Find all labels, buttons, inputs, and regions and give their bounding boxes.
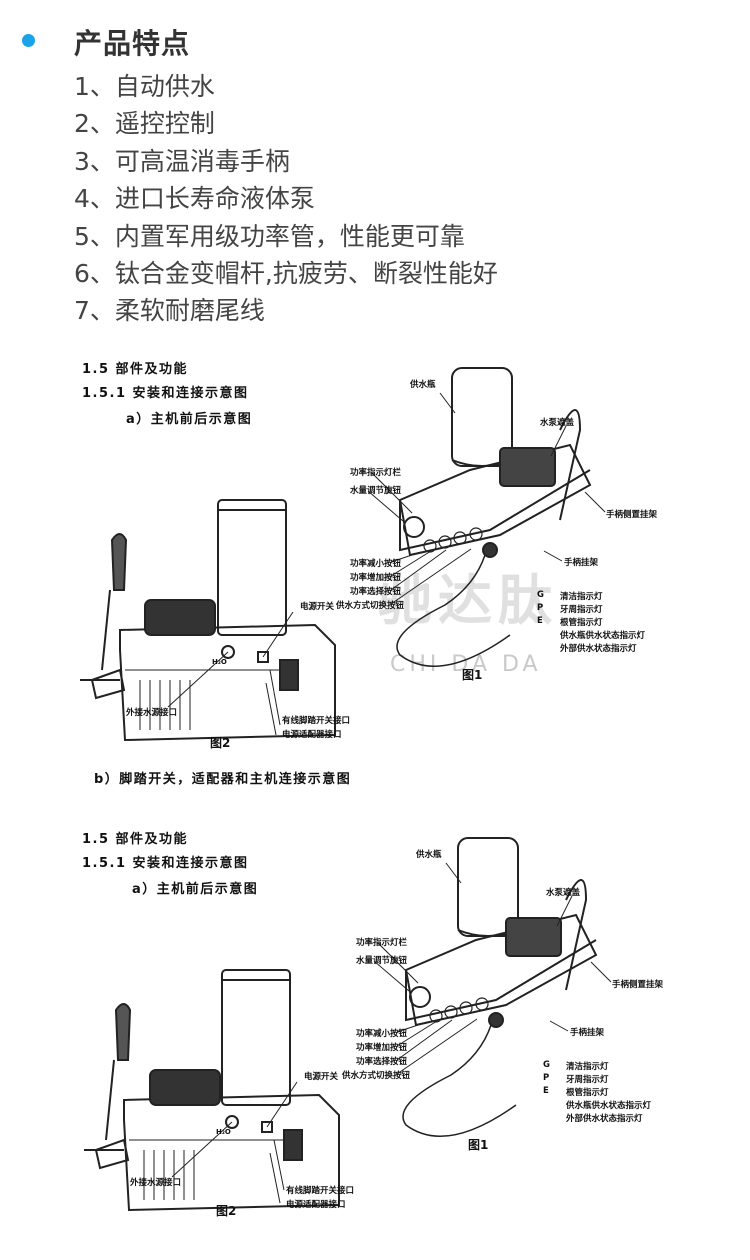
- label-clean-light: 清洁指示灯: [566, 1062, 609, 1072]
- label-power-up: 功率增加按钮: [350, 573, 402, 583]
- label-water-switch: 供水方式切换按钮: [336, 601, 405, 611]
- label-power-indicator: 功率指示灯栏: [356, 938, 408, 948]
- label-pump-cover: 水泵遮盖: [546, 888, 581, 898]
- manual-subheading: 1.5.1 安装和连接示意图: [82, 856, 249, 871]
- label-power-indicator: 功率指示灯栏: [350, 468, 402, 478]
- feature-item: 2、遥控控制: [74, 109, 215, 139]
- label-bottle: 供水瓶: [410, 380, 436, 390]
- feature-item: 1、自动供水: [74, 72, 215, 101]
- label-ext-light: 外部供水状态指示灯: [566, 1114, 643, 1124]
- feature-list: 1、自动供水 2、遥控控制 3、可高温消毒手柄 4、进口长寿命液体泵 5、内置军…: [74, 68, 498, 330]
- manual-diagram-2: 1.5 部件及功能 1.5.1 安装和连接示意图 a）主机前后示意图: [0, 820, 750, 1260]
- figure-1-label: 图1: [462, 668, 483, 682]
- manual-diagram-1: 1.5 部件及功能 1.5.1 安装和连接示意图 a）主机前后示意图: [0, 350, 750, 790]
- label-perio-light: 牙周指示灯: [566, 1075, 609, 1085]
- label-ext-water: 外接水源接口: [130, 1178, 182, 1188]
- rear-view-drawing: [80, 499, 336, 742]
- label-foot-switch: 有线脚踏开关接口: [286, 1186, 355, 1196]
- front-view-drawing: [373, 837, 612, 1137]
- indicator-key-p: P: [543, 1073, 550, 1083]
- feature-item: 3、可高温消毒手柄: [74, 146, 290, 176]
- section-title: 产品特点: [74, 27, 191, 60]
- manual-caption-b: b）脚踏开关，适配器和主机连接示意图: [94, 772, 352, 787]
- label-side-holder: 手柄侧置挂架: [612, 980, 664, 990]
- label-bottle-light: 供水瓶供水状态指示灯: [566, 1101, 652, 1111]
- indicator-key-g: G: [543, 1060, 550, 1070]
- figure-1-label: 图1: [468, 1138, 489, 1152]
- indicator-key-g: G: [537, 590, 544, 600]
- label-h2o: H₂O: [212, 658, 227, 666]
- watermark-en: CHI DA DA: [390, 652, 542, 677]
- indicator-key-e: E: [543, 1086, 549, 1096]
- label-bottle: 供水瓶: [416, 850, 442, 860]
- label-water-knob: 水量调节旋钮: [350, 486, 402, 496]
- label-power-select: 功率选择按钮: [356, 1057, 408, 1067]
- figure-2-label: 图2: [210, 736, 231, 750]
- label-power-select: 功率选择按钮: [350, 587, 402, 597]
- manual-heading: 1.5 部件及功能: [82, 832, 189, 847]
- indicator-key-p: P: [537, 603, 544, 613]
- label-perio-light: 牙周指示灯: [560, 605, 603, 615]
- label-power-up: 功率增加按钮: [356, 1043, 408, 1053]
- manual-subheading: 1.5.1 安装和连接示意图: [82, 386, 249, 401]
- label-water-switch: 供水方式切换按钮: [342, 1071, 411, 1081]
- label-adapter: 电源适配器接口: [282, 730, 342, 740]
- label-ext-light: 外部供水状态指示灯: [560, 644, 637, 654]
- label-handle-holder: 手柄挂架: [570, 1028, 605, 1038]
- label-bottle-light: 供水瓶供水状态指示灯: [560, 631, 646, 641]
- label-water-knob: 水量调节旋钮: [356, 956, 408, 966]
- label-power-down: 功率减小按钮: [350, 559, 402, 569]
- feature-item: 6、钛合金变帽杆,抗疲劳、断裂性能好: [74, 259, 498, 289]
- figure-2-label: 图2: [216, 1204, 237, 1218]
- front-view-drawing: [367, 367, 606, 667]
- section-bullet: [22, 34, 35, 47]
- feature-item: 4、进口长寿命液体泵: [74, 184, 315, 214]
- label-clean-light: 清洁指示灯: [560, 592, 603, 602]
- label-h2o: H₂O: [216, 1128, 231, 1136]
- manual-caption-a: a）主机前后示意图: [132, 882, 259, 897]
- manual-caption-a: a）主机前后示意图: [126, 412, 253, 427]
- label-power-down: 功率减小按钮: [356, 1029, 408, 1039]
- label-handle-holder: 手柄挂架: [564, 558, 599, 568]
- label-pump-cover: 水泵遮盖: [540, 418, 575, 428]
- label-side-holder: 手柄侧置挂架: [606, 510, 658, 520]
- label-ext-water: 外接水源接口: [126, 708, 178, 718]
- feature-item: 7、柔软耐磨尾线: [74, 296, 265, 326]
- watermark-cn: 驰达肽: [378, 569, 558, 632]
- label-foot-switch: 有线脚踏开关接口: [282, 716, 351, 726]
- label-endo-light: 根管指示灯: [560, 618, 603, 628]
- manual-heading: 1.5 部件及功能: [82, 362, 189, 377]
- label-endo-light: 根管指示灯: [566, 1088, 609, 1098]
- label-adapter: 电源适配器接口: [286, 1200, 346, 1210]
- label-power-switch: 电源开关: [304, 1072, 339, 1082]
- feature-item: 5、内置军用级功率管，性能更可靠: [74, 221, 465, 251]
- rear-view-drawing: [84, 969, 340, 1212]
- label-power-switch: 电源开关: [300, 602, 335, 612]
- indicator-key-e: E: [537, 616, 543, 626]
